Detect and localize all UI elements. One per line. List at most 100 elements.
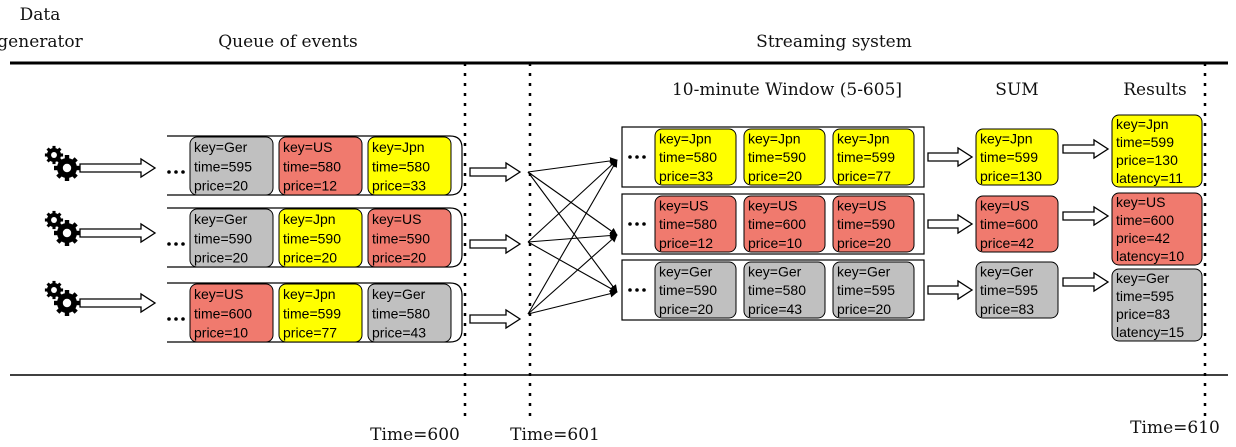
event-field: price=20 <box>372 250 426 266</box>
queue-event: key=US time=580 price=12 <box>278 136 363 196</box>
sum-label: SUM <box>995 80 1038 100</box>
event-field: time=599 <box>1116 134 1174 150</box>
gear-icon <box>54 155 80 181</box>
queue-row: key=Gertime=590price=20key=Jpntime=590pr… <box>167 207 522 268</box>
event-field: key=US <box>283 139 332 155</box>
queue-arrow <box>469 161 522 183</box>
event-field: key=Ger <box>194 139 248 155</box>
event-field: price=77 <box>283 325 337 341</box>
event-field: key=Jpn <box>659 131 712 147</box>
queue-row: key=UStime=600price=10key=Jpntime=599pri… <box>167 282 522 343</box>
ellipsis-icon <box>167 242 185 246</box>
event-field: price=33 <box>659 168 713 184</box>
event-field: time=590 <box>837 216 895 232</box>
queue-of-events-label: Queue of events <box>218 32 358 52</box>
ellipsis-icon <box>167 317 185 321</box>
time-610-label: Time=610 <box>1130 418 1220 438</box>
event-field: key=US <box>748 198 797 214</box>
event-field: time=580 <box>659 216 717 232</box>
event-field: time=600 <box>1116 212 1174 228</box>
event-field: key=Ger <box>980 264 1034 280</box>
event-field: price=77 <box>837 168 891 184</box>
event-field: price=43 <box>748 301 802 317</box>
queue-event-box <box>189 208 274 268</box>
results-label: Results <box>1123 80 1187 100</box>
sum-to-result-arrow <box>1062 271 1110 293</box>
queue-event-box <box>367 136 452 196</box>
queue-event-box <box>278 283 363 343</box>
event-field: key=US <box>837 198 886 214</box>
event-field: time=590 <box>194 230 252 246</box>
queue-event-box <box>189 136 274 196</box>
event-field: key=Jpn <box>837 131 890 147</box>
small-gear-icon <box>44 280 64 300</box>
event-field: key=Jpn <box>980 131 1033 147</box>
event-field: key=US <box>372 211 421 227</box>
event-field: price=130 <box>1116 152 1178 168</box>
queue-event-box <box>278 136 363 196</box>
event-field: price=10 <box>748 235 802 251</box>
event-field: time=595 <box>1116 288 1174 304</box>
event-field: time=580 <box>372 158 430 174</box>
result-box-box <box>1111 114 1203 188</box>
event-field: time=599 <box>980 149 1038 165</box>
event-field: time=600 <box>980 216 1038 232</box>
queue-tube <box>167 207 463 268</box>
event-field: time=595 <box>837 282 895 298</box>
window-event-box <box>743 195 826 253</box>
event-field: price=33 <box>372 178 426 194</box>
window-event-box <box>654 195 737 253</box>
window-event-box <box>832 195 915 253</box>
event-field: time=590 <box>659 282 717 298</box>
event-field: time=595 <box>194 158 252 174</box>
window-event-box <box>654 261 737 319</box>
event-field: time=590 <box>283 230 341 246</box>
shuffle-edge <box>527 159 618 243</box>
shuffle-edge <box>527 234 618 315</box>
event-field: price=83 <box>1116 306 1170 322</box>
window-event-box <box>832 128 915 186</box>
queue-row: key=Ger time=595 price=20 key=US time=580 pri… <box>167 135 522 196</box>
queue-event: key=Ger time=595 price=20 <box>189 136 274 196</box>
result-box-box <box>1111 192 1203 266</box>
generator-arrow <box>79 222 157 244</box>
event-field: time=599 <box>837 149 895 165</box>
event-field: price=12 <box>659 235 713 251</box>
event-field: time=595 <box>980 282 1038 298</box>
sum-to-result-arrow <box>1062 138 1110 160</box>
event-field: time=580 <box>372 305 430 321</box>
event-field: price=20 <box>659 301 713 317</box>
shuffle-edge <box>527 159 618 315</box>
gear-icon <box>54 220 80 246</box>
event-field: price=83 <box>980 301 1034 317</box>
queue-event-box <box>367 283 452 343</box>
window-to-sum-arrow <box>927 146 974 168</box>
sum-box-box <box>975 261 1059 319</box>
event-field: price=20 <box>748 168 802 184</box>
event-field: price=20 <box>194 178 248 194</box>
window-to-sum-arrow <box>927 279 974 301</box>
time-601-label: Time=601 <box>510 425 600 445</box>
data-generator-label: Data <box>20 5 61 25</box>
event-field: key=Jpn <box>1116 116 1169 132</box>
sum-box-box <box>975 128 1059 186</box>
event-field: price=12 <box>283 178 337 194</box>
event-field: latency=11 <box>1116 170 1183 186</box>
event-field: time=580 <box>283 158 341 174</box>
queue-arrow <box>469 233 522 255</box>
event-field: latency=15 <box>1116 324 1184 340</box>
result-box: key=Jpn time=599 price=130 latency=11 <box>1111 114 1203 188</box>
shuffle-edge <box>527 171 618 293</box>
window-label: 10-minute Window (5-605] <box>672 80 902 100</box>
generator-arrow <box>79 292 157 314</box>
event-field: price=43 <box>372 325 426 341</box>
